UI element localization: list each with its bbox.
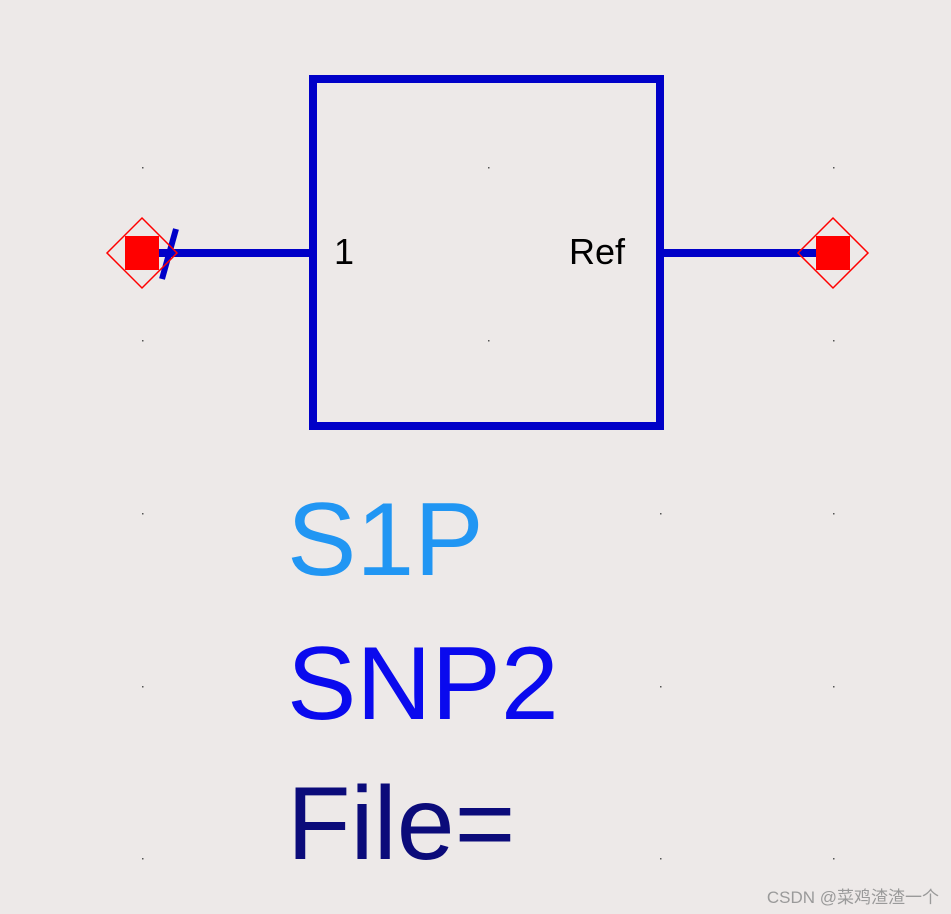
grid-dots xyxy=(142,167,835,860)
port1-diamond-icon xyxy=(105,216,179,290)
ref-port-square-icon xyxy=(816,236,850,270)
component-type-label[interactable]: S1P xyxy=(287,482,484,598)
instance-name-label[interactable]: SNP2 xyxy=(287,626,559,742)
file-parameter-label[interactable]: File= xyxy=(287,766,516,882)
ref-port-diamond-icon xyxy=(796,216,870,290)
ref-port-connection-marker[interactable] xyxy=(796,216,870,290)
ref-pin-label: Ref xyxy=(569,231,626,272)
watermark-text: CSDN @菜鸡渣渣一个 xyxy=(766,888,939,907)
pin1-polarity-tick xyxy=(159,228,179,280)
port1-connection-marker[interactable] xyxy=(105,216,179,290)
port1-square-icon xyxy=(125,236,159,270)
pin1-label: 1 xyxy=(334,231,355,272)
s1p-component-symbol[interactable] xyxy=(140,75,833,430)
